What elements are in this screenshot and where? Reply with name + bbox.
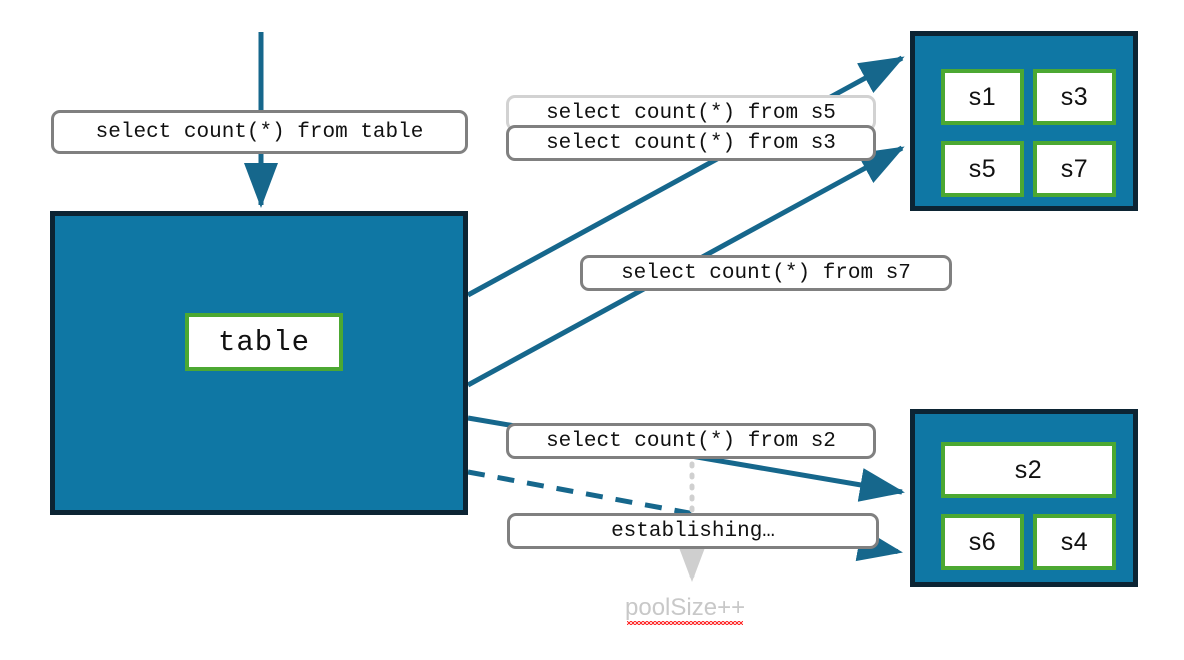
- pool-bottom: s2 s6 s4: [910, 409, 1138, 587]
- session-chip-s3[interactable]: s3: [1033, 69, 1116, 125]
- session-chip-s6[interactable]: s6: [941, 514, 1024, 570]
- label-text: select count(*) from s5: [546, 101, 836, 125]
- chip-table[interactable]: table: [185, 313, 343, 371]
- session-chip-s4[interactable]: s4: [1033, 514, 1116, 570]
- session-chip-s1[interactable]: s1: [941, 69, 1024, 125]
- session-label: s7: [1060, 154, 1089, 183]
- chip-label: table: [217, 325, 310, 359]
- session-label: s3: [1060, 82, 1089, 111]
- session-label: s4: [1060, 527, 1089, 556]
- session-label: s6: [968, 527, 997, 556]
- label-text: select count(*) from s2: [546, 429, 836, 453]
- session-label: s5: [968, 154, 997, 183]
- label-text: establishing…: [611, 519, 775, 543]
- source-table-box: table: [50, 211, 468, 515]
- session-label: s1: [968, 82, 997, 111]
- session-chip-s7[interactable]: s7: [1033, 141, 1116, 197]
- session-label: s2: [1014, 455, 1043, 484]
- session-chip-s2[interactable]: s2: [941, 442, 1116, 498]
- label-establishing[interactable]: establishing…: [507, 513, 879, 549]
- poolsize-note-text: poolSize++: [625, 594, 746, 621]
- label-text: select count(*) from table: [95, 120, 424, 144]
- pool-top: s1 s3 s5 s7: [910, 31, 1138, 211]
- label-query-from-table[interactable]: select count(*) from table: [51, 110, 468, 154]
- label-text: select count(*) from s7: [621, 261, 911, 285]
- label-query-from-s3[interactable]: select count(*) from s3: [506, 125, 876, 161]
- spellcheck-underline: [627, 621, 744, 625]
- poolsize-note: poolSize++: [625, 594, 746, 625]
- label-query-from-s2[interactable]: select count(*) from s2: [506, 423, 876, 459]
- label-text: select count(*) from s3: [546, 131, 836, 155]
- label-query-from-s7[interactable]: select count(*) from s7: [580, 255, 952, 291]
- session-chip-s5[interactable]: s5: [941, 141, 1024, 197]
